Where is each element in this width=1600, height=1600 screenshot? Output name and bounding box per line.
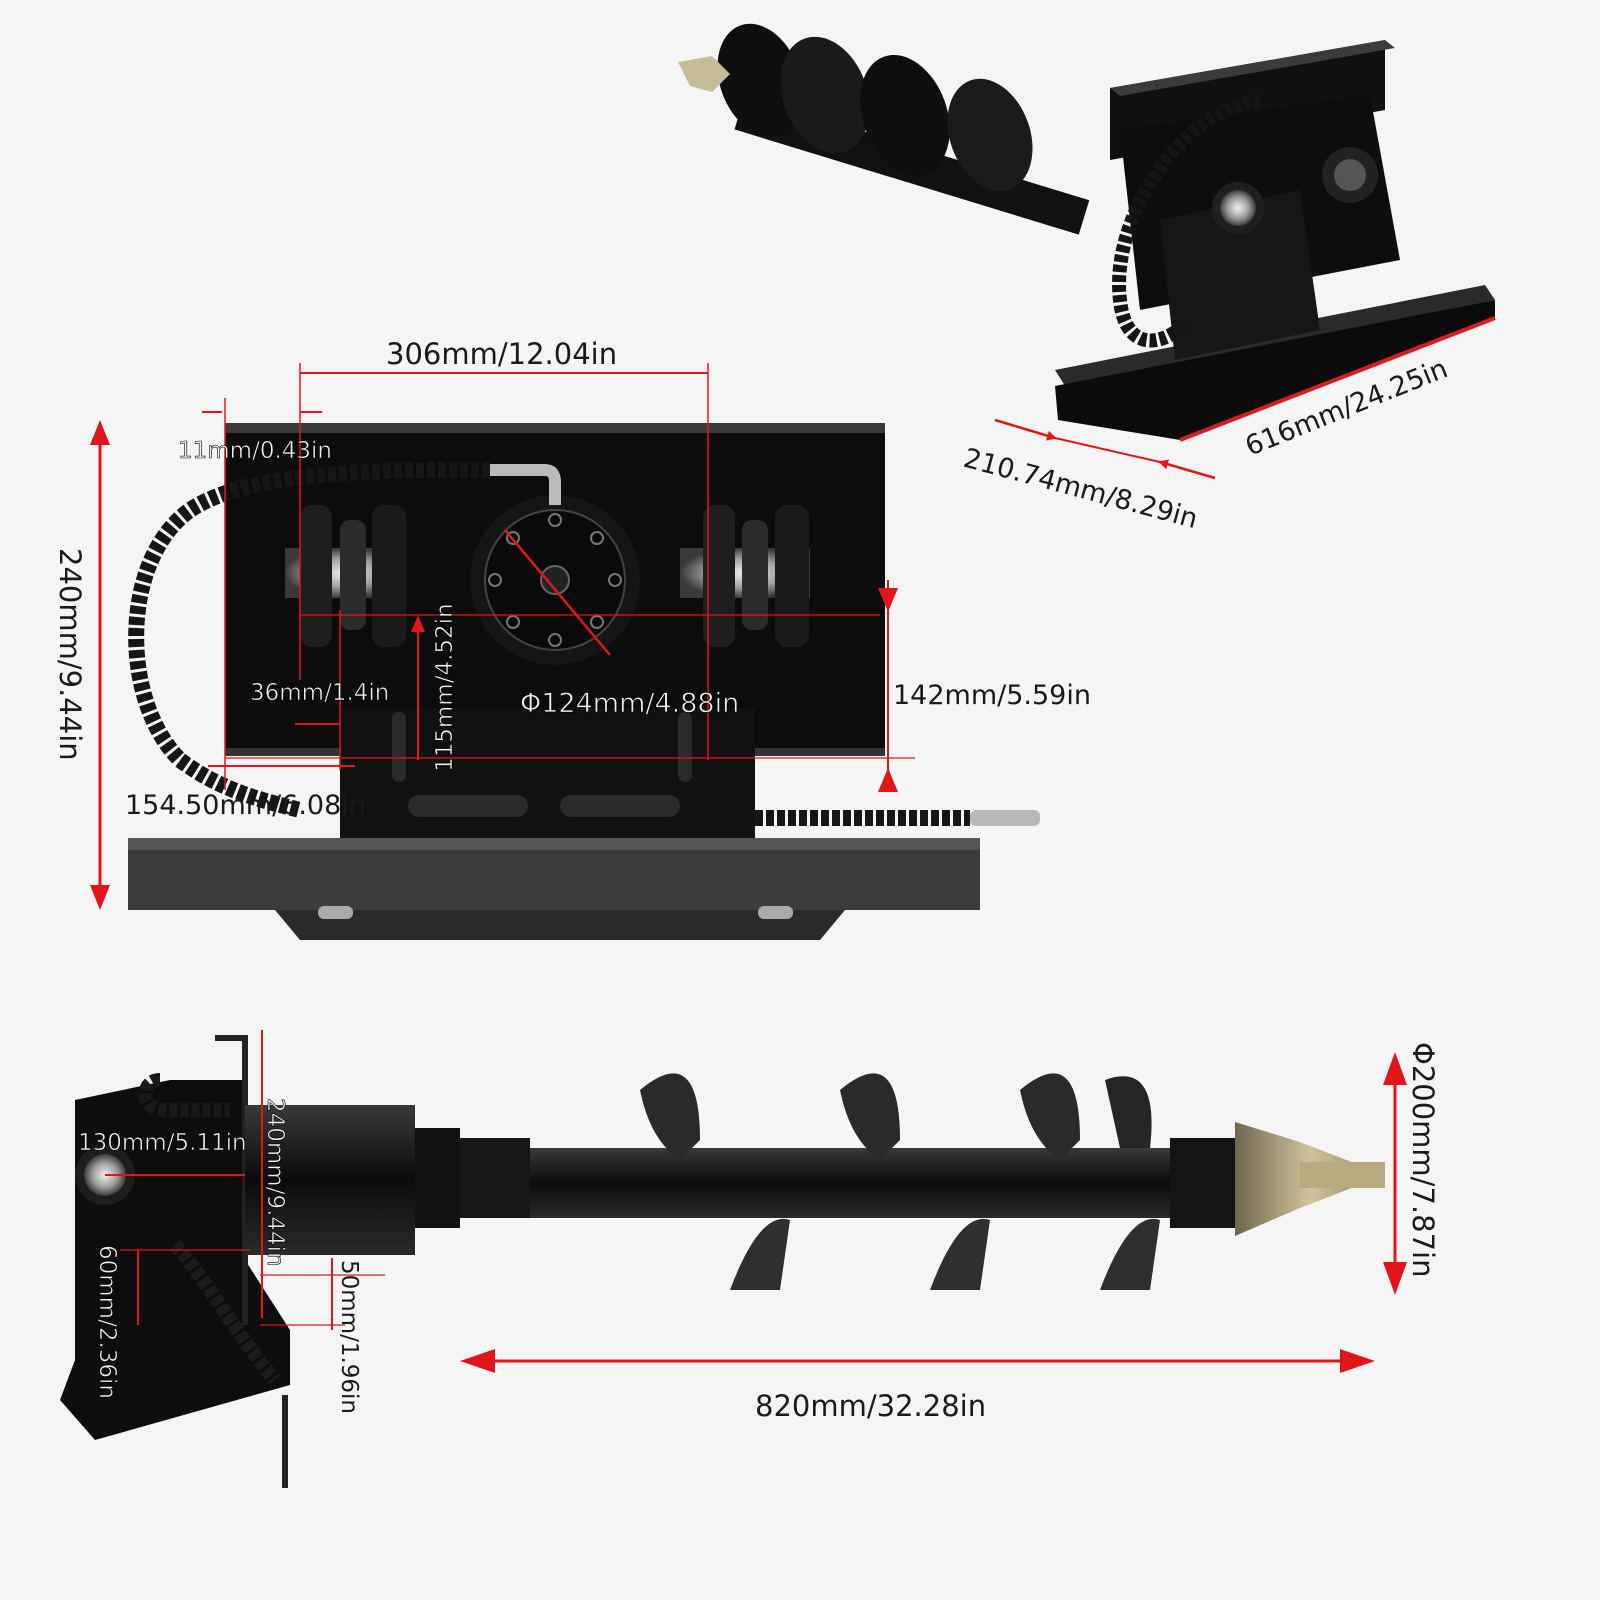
side-view: 130mm/5.11in 240mm/9.44in 60mm/2.36in 50… — [60, 1030, 1440, 1488]
front-width-top-label: 306mm/12.04in — [386, 337, 617, 371]
front-dim-motor-diameter: Φ124mm/4.88in — [504, 529, 740, 719]
front-motor — [470, 495, 640, 665]
front-dim-pin-height: 115mm/4.52in — [300, 603, 880, 772]
front-dim-pin-to-bottom: 142mm/5.59in — [225, 580, 1091, 792]
front-hose-upper — [128, 462, 491, 818]
front-dim-bracket-offset: 154.50mm/6.08in — [125, 765, 366, 821]
side-motor-housing — [245, 1105, 415, 1255]
side-auger-diameter-label: Φ200mm/7.87in — [1406, 1042, 1440, 1277]
isometric-view: 210.74mm/8.29in 616mm/24.25in — [678, 23, 1496, 535]
side-lip-height-label: 50mm/1.96in — [336, 1260, 362, 1414]
side-plate-height-label: 240mm/9.44in — [262, 1098, 288, 1267]
front-dim-offset-left: 11mm/0.43in — [178, 398, 332, 790]
front-bracket-offset-label: 154.50mm/6.08in — [125, 790, 366, 821]
front-dim-width-top: 306mm/12.04in — [299, 337, 709, 760]
iso-auger — [678, 23, 1090, 235]
front-right-pivot — [680, 505, 810, 647]
side-auger-length-label: 820mm/32.28in — [755, 1389, 986, 1423]
side-dim-lip-height: 50mm/1.96in — [260, 1258, 385, 1414]
side-dim-lower-offset: 60mm/2.36in — [94, 1245, 250, 1399]
side-auger-shaft — [530, 1148, 1220, 1218]
iso-depth-label: 210.74mm/8.29in — [960, 443, 1201, 535]
side-lower-offset-label: 60mm/2.36in — [94, 1245, 120, 1399]
side-dim-pin-length: 130mm/5.11in — [78, 1130, 247, 1176]
front-offset-left-label: 11mm/0.43in — [178, 438, 332, 464]
front-dim-pin-spacing: 36mm/1.4in — [250, 610, 390, 770]
side-dim-auger-diameter: Φ200mm/7.87in — [1383, 1042, 1440, 1295]
front-height-total-label: 240mm/9.44in — [53, 548, 87, 761]
front-pin-spacing-label: 36mm/1.4in — [250, 680, 389, 706]
front-pin-height-label: 115mm/4.52in — [432, 603, 458, 772]
front-view: 306mm/12.04in 11mm/0.43in 240mm/9.44in 3… — [53, 337, 1091, 940]
side-auger-flighting — [640, 1073, 1160, 1290]
front-left-pivot — [285, 505, 406, 647]
side-dim-plate-height: 240mm/9.44in — [261, 1030, 288, 1318]
side-pin-length-label: 130mm/5.11in — [78, 1130, 247, 1156]
iso-mount-frame — [1055, 40, 1496, 442]
side-dim-auger-length: 820mm/32.28in — [460, 1349, 1375, 1423]
front-motor-diameter-label: Φ124mm/4.88in — [520, 688, 739, 719]
front-dim-height-total: 240mm/9.44in — [53, 420, 110, 910]
front-pin-to-bottom-label: 142mm/5.59in — [893, 680, 1091, 711]
